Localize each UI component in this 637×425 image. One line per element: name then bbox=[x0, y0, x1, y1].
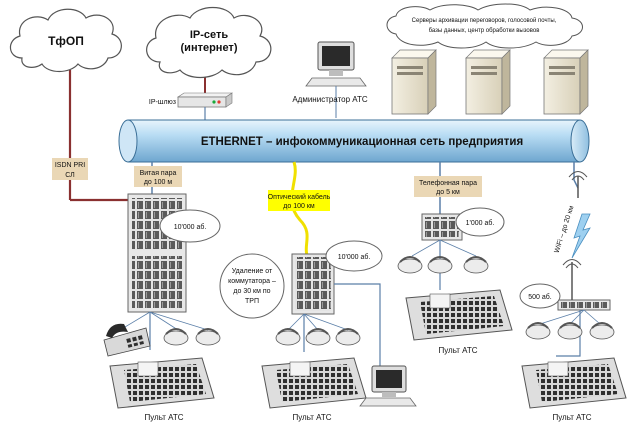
phone-icon-a1[interactable] bbox=[163, 328, 189, 346]
phone-icon-d3[interactable] bbox=[589, 322, 615, 340]
console-label-a: Пульт АТС bbox=[144, 413, 183, 422]
optical-label-box bbox=[268, 190, 330, 211]
phone-icon-d2[interactable] bbox=[557, 322, 583, 340]
phone-icon-d1[interactable] bbox=[525, 322, 551, 340]
remote-label-3: до 30 км по bbox=[233, 288, 270, 295]
server-icon-2[interactable] bbox=[465, 49, 511, 115]
capacity-bubble-c bbox=[455, 207, 505, 237]
console-label-b: Пульт АТС bbox=[292, 413, 331, 422]
servers-cloud bbox=[386, 3, 583, 49]
antenna-icon-bottom bbox=[562, 259, 582, 300]
twisted-pair-label-box bbox=[134, 166, 182, 187]
capacity-label-b: 10'000 аб. bbox=[338, 253, 371, 261]
console-label-d: Пульт АТС bbox=[552, 413, 591, 422]
optical-label-1: Оптический кабель bbox=[268, 193, 331, 201]
capacity-bubble-d bbox=[519, 283, 561, 309]
wifi-label: WiFi – до 20 км bbox=[554, 205, 576, 254]
capacity-bubble-b bbox=[325, 240, 383, 272]
ip-cloud-label-1: IP-сеть bbox=[190, 29, 229, 41]
admin-label: Администратор АТС bbox=[292, 95, 368, 104]
phone-icon-b3[interactable] bbox=[335, 328, 361, 346]
phone-wires-b bbox=[287, 313, 349, 331]
isdn-label-2: СЛ bbox=[65, 172, 75, 179]
pstn-cloud bbox=[9, 8, 122, 73]
desk-phone-icon-a[interactable] bbox=[103, 323, 151, 357]
phone-icon-a2[interactable] bbox=[195, 328, 221, 346]
console-label-c: Пульт АТС bbox=[438, 346, 477, 355]
ip-network-cloud bbox=[146, 6, 272, 79]
optical-cable-line bbox=[290, 161, 314, 264]
console-wire-d bbox=[556, 310, 581, 357]
capacity-label-a: 10'000 аб. bbox=[174, 223, 207, 231]
capacity-label-d: 500 аб. bbox=[528, 293, 552, 301]
operator-console-c[interactable] bbox=[405, 289, 513, 341]
server-icon-3[interactable] bbox=[543, 49, 589, 115]
phone-icon-c1[interactable] bbox=[397, 256, 423, 274]
isdn-label-1: ISDN PRI bbox=[55, 162, 85, 169]
wifi-lightning-icon bbox=[571, 213, 591, 259]
phone-icon-b2[interactable] bbox=[305, 328, 331, 346]
remote-distance-bubble bbox=[219, 253, 285, 319]
capacity-label-c: 1'000 аб. bbox=[466, 219, 495, 227]
wifi-link-line bbox=[573, 162, 579, 189]
phone-wires-a bbox=[119, 311, 209, 331]
twisted-pair-label-1: Витая пара bbox=[140, 170, 177, 177]
ip-cloud-label-2: (интернет) bbox=[181, 42, 238, 54]
optical-label-2: до 100 км bbox=[283, 203, 315, 210]
pbx-rack-b[interactable] bbox=[291, 253, 335, 315]
ethernet-backbone bbox=[118, 119, 590, 163]
workstation-computer-icon[interactable] bbox=[359, 365, 417, 407]
operator-console-b[interactable] bbox=[261, 357, 367, 409]
operator-console-a[interactable] bbox=[109, 357, 215, 409]
phone-icon-b1[interactable] bbox=[275, 328, 301, 346]
pbx-rack-d[interactable] bbox=[557, 299, 611, 311]
ip-gateway-label: IP-шлюз bbox=[149, 99, 176, 106]
phone-wires-d bbox=[539, 309, 601, 325]
phone-icon-c2[interactable] bbox=[427, 256, 453, 274]
pstn-cloud-label: ТфОП bbox=[48, 34, 84, 48]
isdn-label-box bbox=[52, 158, 88, 180]
phone-pair-label-box bbox=[414, 176, 482, 197]
servers-cloud-label-1: Серверы архивации переговоров, голосовой… bbox=[412, 17, 557, 24]
ip-gateway-device[interactable] bbox=[177, 92, 233, 108]
server-icon-1[interactable] bbox=[391, 49, 437, 115]
pbx-rack-c[interactable] bbox=[421, 213, 463, 241]
phone-pair-label-1: Телефонная пара bbox=[419, 180, 477, 187]
remote-label-2: коммутатора – bbox=[228, 278, 276, 285]
phone-icon-c3[interactable] bbox=[463, 256, 489, 274]
phone-pair-label-2: до 5 км bbox=[436, 189, 460, 196]
remote-label-4: ТРП bbox=[245, 298, 259, 305]
remote-label-1: Удаление от bbox=[232, 268, 273, 275]
phone-wires-c bbox=[411, 239, 477, 257]
ethernet-label: ETHERNET – инфокоммуникационная сеть пре… bbox=[201, 136, 523, 148]
operator-console-d[interactable] bbox=[521, 357, 627, 409]
servers-cloud-label-2: базы данных, центр обработки вызовов bbox=[429, 28, 540, 34]
capacity-bubble-a bbox=[159, 209, 221, 243]
pc-wire-b bbox=[334, 283, 381, 372]
twisted-pair-label-2: до 100 м bbox=[144, 179, 173, 186]
admin-computer-icon[interactable] bbox=[305, 41, 367, 87]
antenna-icon-top bbox=[568, 171, 588, 198]
